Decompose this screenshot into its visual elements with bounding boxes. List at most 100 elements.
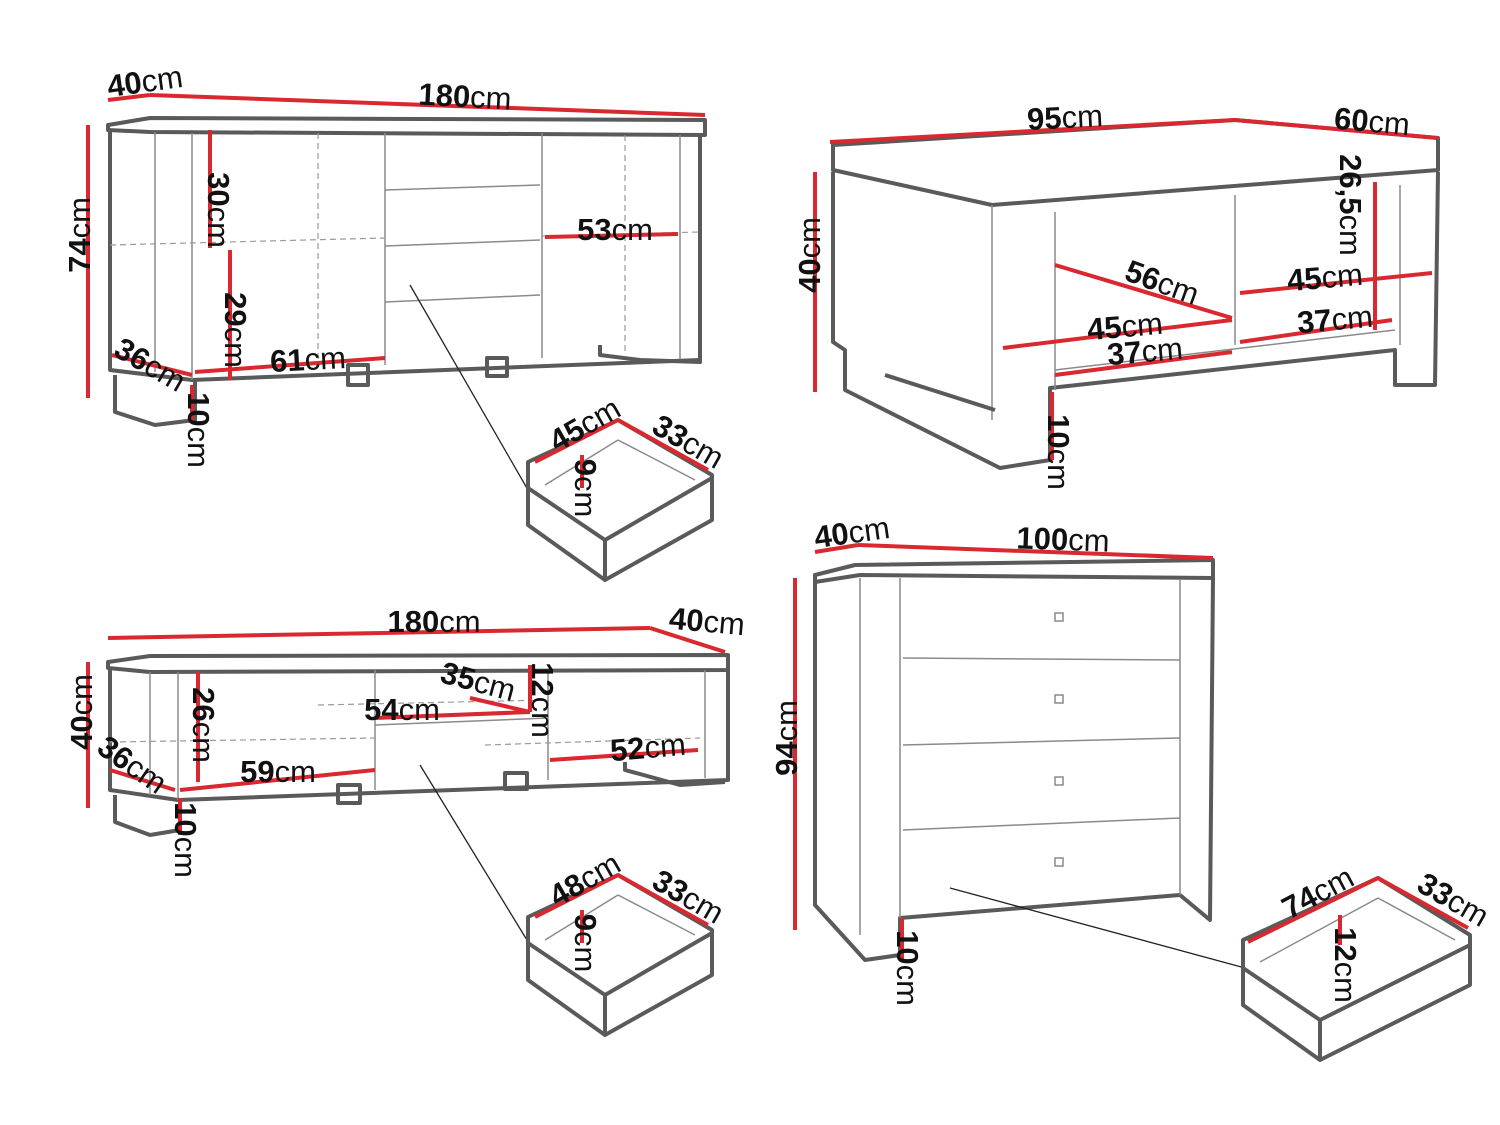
- dimension-value: 180: [387, 604, 439, 639]
- dimension-value: 40: [668, 601, 705, 639]
- dimension-label-tv-stand-shelf-depth: 36cm: [91, 729, 173, 801]
- dimension-value: 60: [1333, 101, 1370, 139]
- dimension-value: 10: [168, 802, 203, 836]
- dimension-label-chest-drawer-height: 12cm: [1328, 927, 1363, 1003]
- dimension-label-sideboard-height: 74cm: [62, 197, 97, 273]
- dimension-value: 180: [418, 77, 471, 115]
- dimension-unit: cm: [218, 327, 253, 368]
- sideboard-drawing: [86, 93, 707, 491]
- dimension-unit: cm: [1061, 98, 1104, 135]
- dimension-value: 45: [1286, 260, 1323, 298]
- dimension-label-chest-width: 100cm: [1016, 520, 1110, 558]
- dimension-label-tv-stand-depth: 40cm: [668, 601, 747, 642]
- dimension-unit: cm: [769, 700, 804, 741]
- dimension-unit: cm: [702, 604, 746, 642]
- dimension-unit: cm: [439, 604, 480, 639]
- dimension-unit: cm: [62, 197, 97, 238]
- dimension-unit: cm: [1068, 522, 1111, 558]
- dimension-value: 54: [364, 692, 399, 727]
- dimension-label-tv-stand-left-width: 59cm: [240, 754, 316, 789]
- dimension-unit: cm: [1041, 449, 1076, 490]
- dimension-label-coffee-table-inner-height: 26,5cm: [1333, 154, 1368, 256]
- dimension-value: 12: [1328, 927, 1363, 961]
- dimension-label-tv-stand-drawer-width: 48cm: [543, 845, 626, 913]
- dimension-unit: cm: [1367, 104, 1411, 142]
- dimension-unit: cm: [1333, 215, 1368, 256]
- dimension-label-tv-stand-width: 180cm: [387, 604, 480, 639]
- dimension-value: 40: [812, 516, 851, 555]
- dimension-unit: cm: [890, 965, 925, 1006]
- dimension-unit: cm: [186, 722, 221, 763]
- dimension-label-coffee-table-diagonal: 56cm: [1121, 253, 1204, 312]
- dimension-unit: cm: [399, 692, 440, 727]
- dimension-label-coffee-table-width: 95cm: [1026, 98, 1104, 137]
- dimension-unit: cm: [792, 217, 827, 258]
- dimension-unit: cm: [568, 476, 603, 517]
- dimension-value: 95: [1026, 100, 1062, 137]
- dimension-value: 10: [181, 392, 216, 426]
- dimension-label-sideboard-depth: 40cm: [105, 59, 185, 104]
- dimension-unit: cm: [275, 754, 316, 789]
- sideboard-drawer-drawing: [526, 418, 714, 582]
- dimension-label-sideboard-shelf-depth: 36cm: [109, 330, 192, 398]
- dimension-label-coffee-table-right-depth: 37cm: [1296, 299, 1375, 340]
- dimension-label-coffee-table-depth: 60cm: [1333, 101, 1412, 142]
- dimension-value: 10: [890, 930, 925, 964]
- tv-stand-drawer-drawing: [526, 873, 714, 1037]
- dimension-value: 40: [64, 715, 99, 749]
- dimension-label-chest-leg-height: 10cm: [890, 930, 925, 1006]
- dimension-value: 59: [240, 754, 274, 789]
- dimension-label-tv-stand-leg-height: 10cm: [168, 802, 203, 878]
- dimension-value: 30: [201, 172, 236, 206]
- dimension-unit: cm: [168, 837, 203, 878]
- dimension-value: 37: [1106, 334, 1143, 372]
- dimension-unit: cm: [1330, 299, 1374, 337]
- dimension-value: 12: [525, 662, 560, 696]
- tv-stand-drawing: [86, 626, 730, 946]
- dimension-unit: cm: [1140, 331, 1184, 369]
- dimension-unit: cm: [1328, 962, 1363, 1003]
- dimension-label-tv-stand-drawer-height: 9cm: [568, 914, 603, 973]
- dimension-unit: cm: [846, 510, 892, 550]
- dimension-label-sideboard-left-shelf-width: 61cm: [269, 340, 347, 379]
- dimension-value: 74: [62, 238, 97, 273]
- dimension-label-sideboard-drawer-height: 9cm: [568, 459, 603, 518]
- dimension-label-sideboard-drawer-depth: 33cm: [647, 407, 730, 475]
- dimension-label-coffee-table-right-width: 45cm: [1286, 257, 1365, 298]
- dimension-label-tv-stand-middle-shelf-height: 12cm: [525, 662, 560, 738]
- chest-drawer-drawing: [1241, 876, 1472, 1062]
- dimension-value: 37: [1296, 302, 1333, 340]
- dimension-label-coffee-table-leg-height: 10cm: [1041, 414, 1076, 490]
- dimension-label-sideboard-leg-height: 10cm: [181, 392, 216, 468]
- dimension-label-tv-stand-right-width: 52cm: [609, 727, 688, 768]
- dimension-label-coffee-table-height: 40cm: [792, 217, 827, 293]
- dimension-label-coffee-table-left-depth: 37cm: [1106, 331, 1185, 372]
- dimension-value: 40: [105, 65, 144, 104]
- dimension-unit: cm: [181, 427, 216, 468]
- dimension-value: 9: [568, 459, 603, 476]
- dimension-label-tv-stand-drawer-depth: 33cm: [647, 862, 730, 930]
- dimension-label-tv-stand-middle-shelf-width: 54cm: [364, 692, 440, 727]
- chest-of-drawers-drawing: [793, 543, 1246, 969]
- dimension-unit: cm: [643, 727, 687, 765]
- dimension-unit: cm: [525, 697, 560, 738]
- dimension-label-tv-stand-height: 40cm: [64, 674, 99, 750]
- dimension-unit: cm: [304, 340, 347, 377]
- dimension-label-sideboard-lower-shelf-height: 29cm: [218, 292, 253, 368]
- dimension-value: 40: [792, 258, 827, 292]
- dimension-value: 61: [269, 342, 305, 379]
- dimension-label-sideboard-width: 180cm: [418, 77, 513, 117]
- dimension-label-coffee-table-left-width: 45cm: [1086, 306, 1165, 347]
- dimension-label-chest-depth: 40cm: [812, 510, 892, 555]
- dimension-label-sideboard-right-shelf-width: 53cm: [577, 212, 653, 247]
- dimension-value: 100: [1016, 520, 1069, 557]
- dimension-unit: cm: [139, 59, 185, 99]
- dimension-label-chest-drawer-width: 74cm: [1276, 859, 1359, 925]
- dimension-value: 10: [1041, 414, 1076, 448]
- dimension-value: 94: [769, 741, 804, 776]
- dimension-label-sideboard-upper-shelf-height: 30cm: [201, 172, 236, 248]
- dimension-value: 9: [568, 914, 603, 931]
- dimension-label-chest-height: 94cm: [769, 700, 804, 776]
